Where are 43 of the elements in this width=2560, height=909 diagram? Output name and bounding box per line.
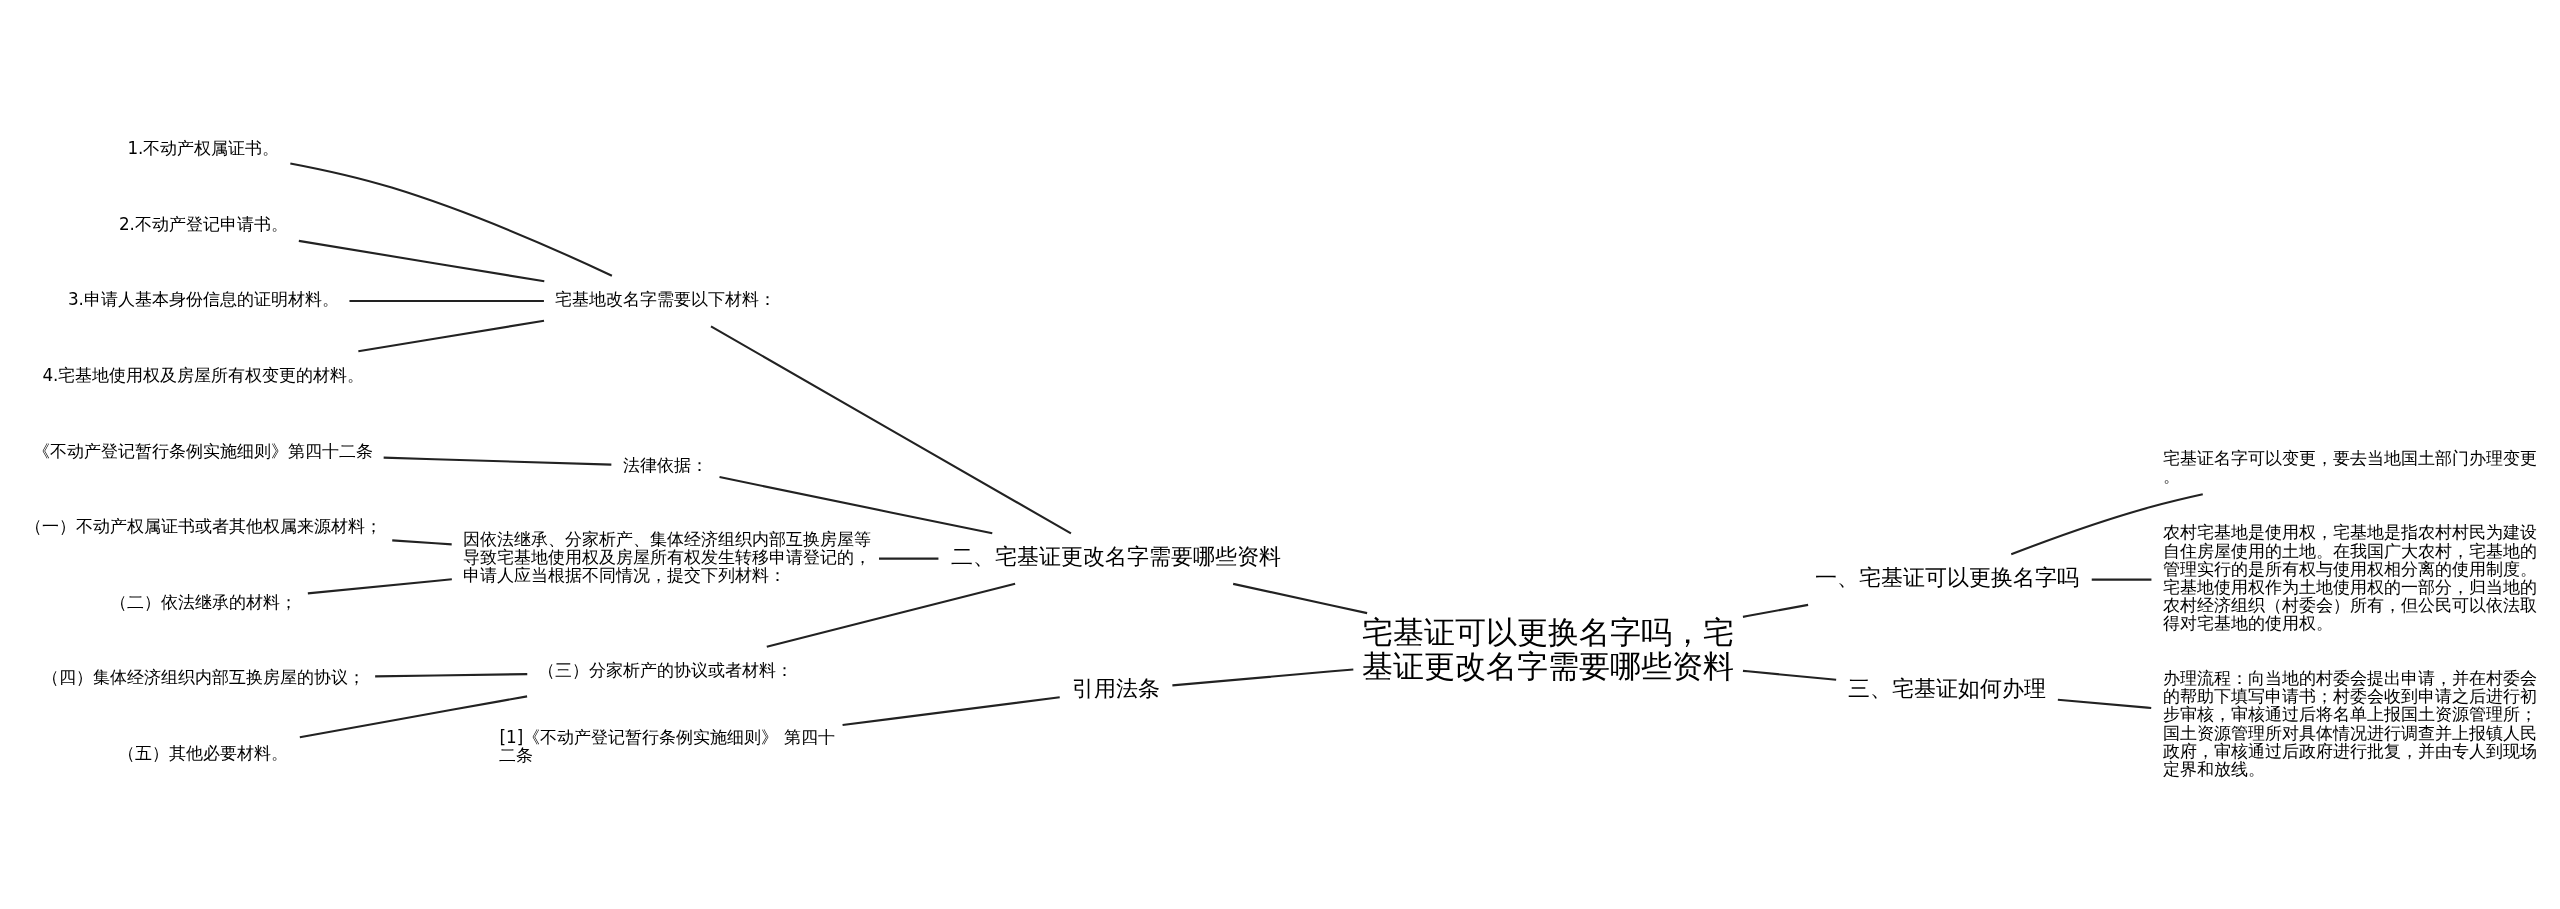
node-text: 《不动产登记暂行条例实施细则》第四十二条 (33, 440, 374, 461)
connector (1172, 667, 1354, 686)
connector (879, 557, 939, 560)
node-text: 1.不动产权属证书。 (127, 137, 280, 158)
node-text: 4.宅基地使用权及房屋所有权变更的材料。 (42, 364, 365, 385)
connector (383, 456, 612, 466)
node-text: 农村宅基地是使用权，宅基地是指农村村民为建设自住房屋使用的土地。在我国广大农村，宅基地的管理实行的是所有权与使用权相分离的使用制度。宅基地使用权作为土地使用权的一部分，归当地的农村经济组织（村委会）所有，但公民可以依法取得对宅基地的使用权。 (2162, 521, 2537, 633)
node-text: 一、宅基证可以更换名字吗 (1815, 563, 2080, 590)
connector (2057, 698, 2152, 709)
node-text: 3.申请人基本身份信息的证明材料。 (67, 288, 339, 309)
connector (299, 694, 528, 738)
connector (710, 325, 1072, 534)
node-text: 办理流程：向当地的村委会提出申请，并在村委会的帮助下填写申请书；村委会收到申请之后进行初步审核，审核通过后将名单上报国土资源管理所；国土资源管理所对具体情况进行调查并上报镇人民政府，审核通过后政府进行批复，并由专人到现场定界和放线。 (2162, 667, 2537, 779)
connector (298, 239, 545, 282)
node-text: （五）其他必要材料。 (118, 742, 289, 763)
connector (375, 672, 528, 677)
node-text: 宅基地改名字需要以下材料： (554, 288, 776, 309)
connector (358, 319, 545, 352)
node-text: 宅基证名字可以变更，要去当地国土部门办理变更。 (2162, 447, 2537, 486)
node-text: 宅基证可以更换名字吗，宅基证更改名字需要哪些资料 (1362, 613, 1735, 684)
node-text: 二、宅基证更改名字需要哪些资料 (951, 542, 1282, 569)
connector (307, 577, 452, 594)
node-text: 因依法继承、分家析产、集体经济组织内部互换房屋等导致宅基地使用权及房屋所有权发生转移申请登记的，申请人应当根据不同情况，提交下列材料： (463, 528, 872, 585)
connector (719, 475, 993, 534)
node-text: （四）集体经济组织内部互换房屋的协议； (41, 666, 365, 687)
connector (2091, 578, 2152, 581)
connector (392, 538, 452, 545)
node-text: （二）依法继承的材料； (109, 591, 297, 612)
connector (2010, 492, 2203, 555)
connector (766, 582, 1016, 648)
node-text: [1]《不动产登记暂行条例实施细则》 第四十二条 (499, 726, 835, 765)
connector (290, 161, 613, 277)
connector (1742, 603, 1809, 618)
node-text: 2.不动产登记申请书。 (118, 213, 288, 234)
connector (1232, 582, 1368, 614)
connector (1742, 669, 1837, 681)
connector (842, 695, 1060, 726)
node-text: 法律依据： (622, 454, 708, 475)
connector (349, 299, 544, 302)
node-text: 三、宅基证如何办理 (1848, 674, 2047, 701)
node-text: （三）分家析产的协议或者材料： (537, 659, 793, 680)
node-text: （一）不动产权属证书或者其他权属来源材料； (24, 515, 382, 536)
node-text: 引用法条 (1072, 674, 1161, 701)
